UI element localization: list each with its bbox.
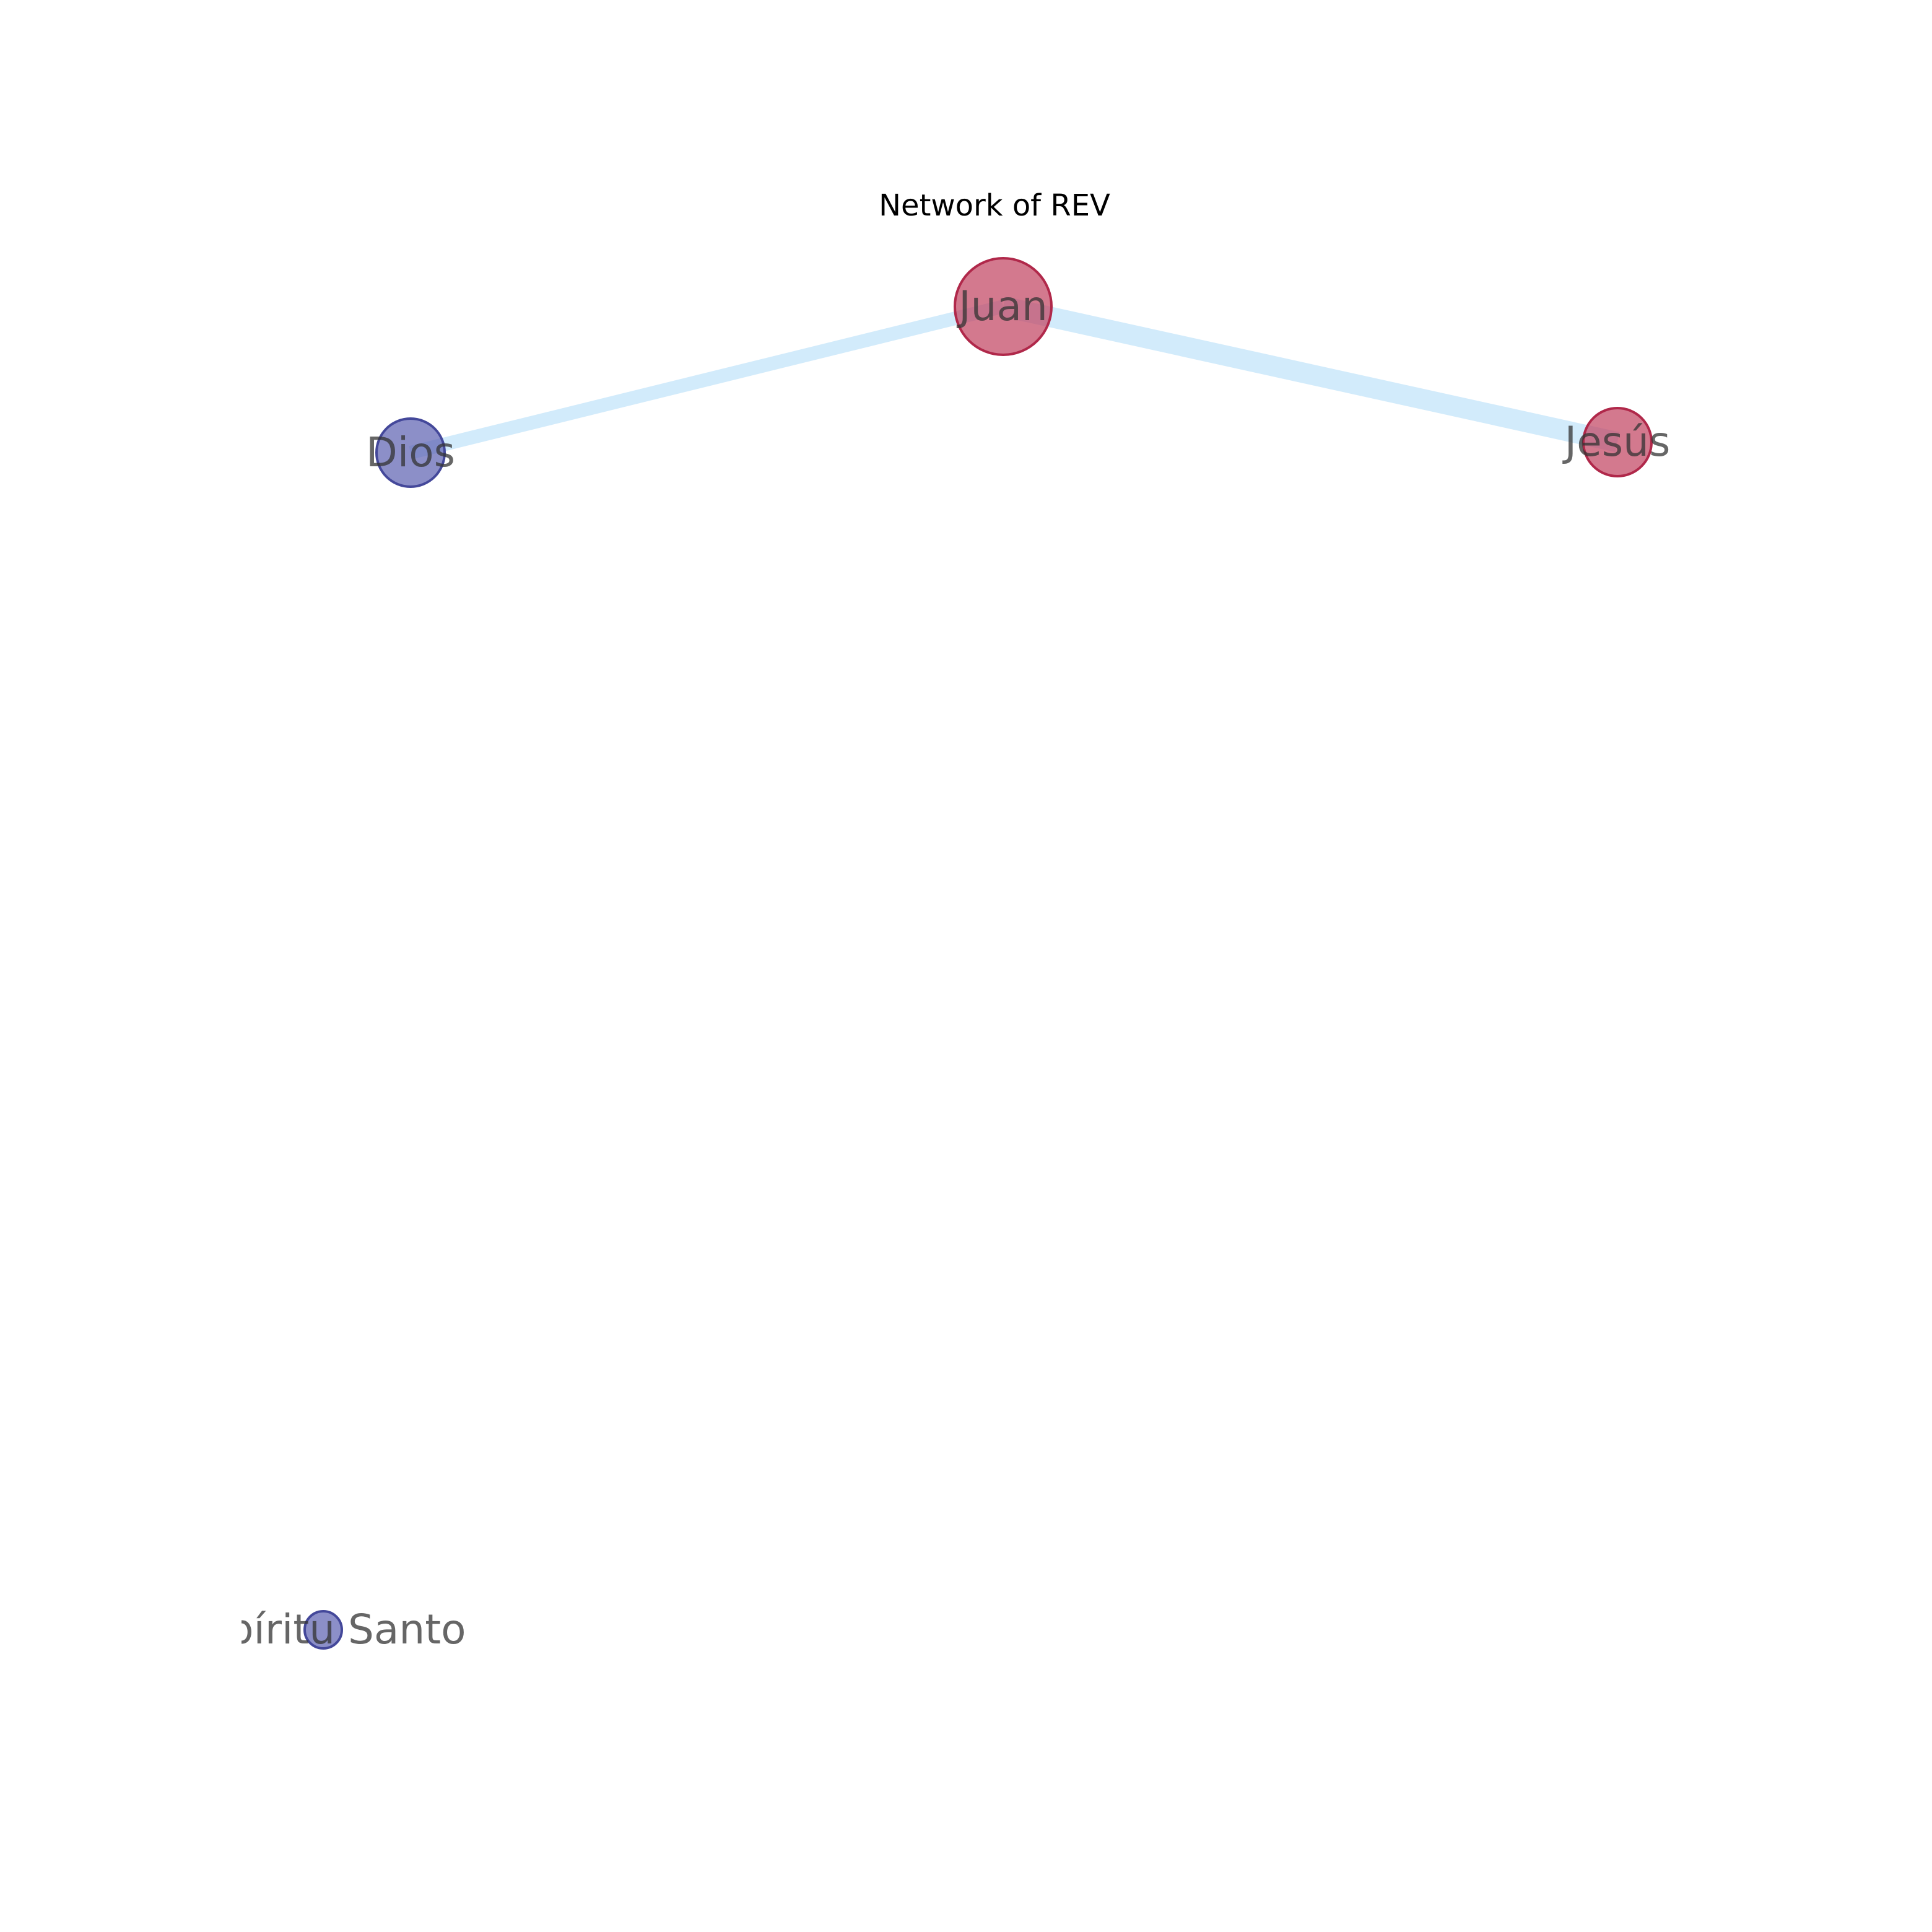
node-espiritu [303, 1610, 343, 1650]
graph-title: Network of REV [879, 188, 1110, 223]
node-label-juan: Juan [956, 282, 1048, 330]
edge-juan-jesus [1001, 296, 1620, 453]
node-label-jesus: Jesús [1562, 418, 1671, 466]
edges-layer [409, 296, 1620, 459]
nodes-layer [303, 257, 1653, 1650]
node-jesus [1582, 407, 1653, 477]
edge-juan-dios [409, 300, 1005, 459]
node-label-espiritu: Espíritu Santo [181, 1606, 466, 1653]
node-dios [375, 417, 446, 488]
node-juan [954, 257, 1053, 356]
node-label-dios: Dios [366, 429, 455, 476]
